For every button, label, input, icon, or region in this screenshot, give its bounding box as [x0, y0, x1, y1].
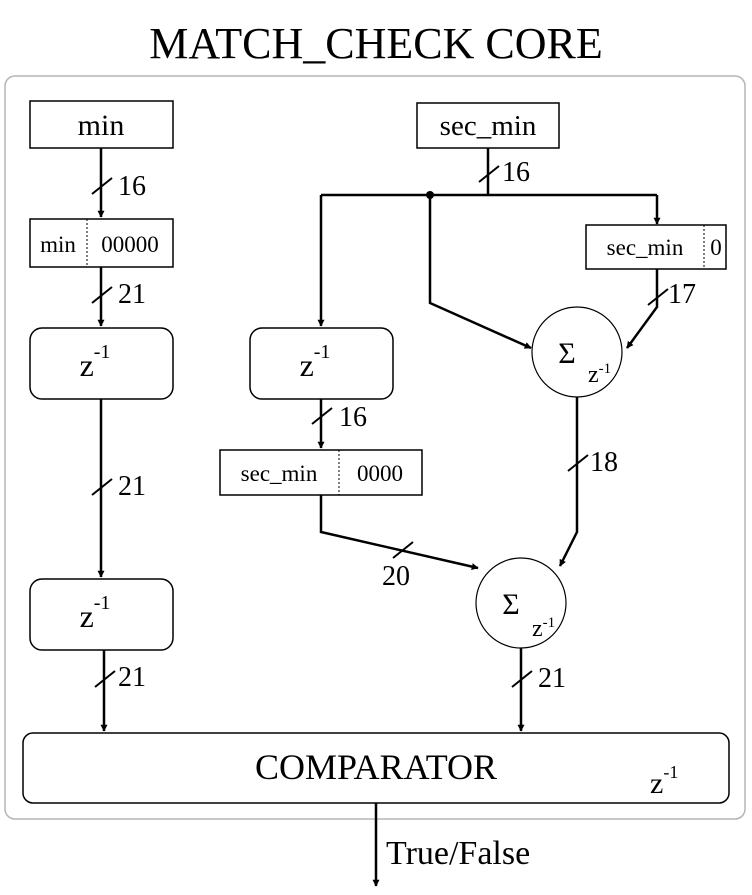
- svg-text:z-1: z-1: [588, 361, 611, 388]
- comparator-exp-label: -1: [663, 762, 678, 782]
- pad1-to-sum1-wire: [625, 269, 659, 349]
- bus-slash: [91, 177, 113, 195]
- min-pad-right-label: 00000: [101, 232, 159, 257]
- pad4-to-sum2-wire: [319, 495, 479, 571]
- sum-sigma-label: Σ: [558, 337, 575, 370]
- comparator-block: COMPARATOR z-1: [22, 732, 730, 804]
- delay-z-label: z: [80, 347, 94, 383]
- svg-text:z-1: z-1: [80, 592, 111, 634]
- output-label: True/False: [386, 835, 530, 872]
- bus-slash: [567, 454, 589, 472]
- svg-text:z-1: z-1: [532, 615, 555, 642]
- svg-text:z-1: z-1: [650, 762, 678, 800]
- svg-text:z-1: z-1: [80, 341, 111, 383]
- delay-z-label: z: [80, 598, 94, 634]
- delay-exp-label: -1: [94, 341, 111, 363]
- sum-block-1: Σ z-1: [531, 306, 623, 398]
- delay-z-label: z: [300, 347, 314, 383]
- sum-block-2: Σ z-1: [475, 557, 567, 649]
- sec-min-input-block: sec_min: [416, 102, 560, 149]
- width-label-pad4-out: 20: [382, 561, 410, 592]
- bus-slash: [91, 478, 113, 496]
- bus-slash: [647, 288, 669, 306]
- svg-text:z-1: z-1: [300, 341, 331, 383]
- sec-min-pad4-block: sec_min 0000: [219, 449, 423, 496]
- width-label-sum1-out: 18: [590, 447, 618, 478]
- sec-min-pad1-right-label: 0: [710, 235, 722, 260]
- min-pad-block: min 00000: [29, 218, 174, 268]
- bus-slash: [91, 286, 113, 304]
- min-pad-left-label: min: [40, 232, 76, 257]
- sec-min-pad4-left-label: sec_min: [241, 461, 318, 486]
- bus-slash: [94, 670, 116, 688]
- bus-to-sum1-wire: [428, 195, 532, 350]
- width-label-sec-min-out: 16: [502, 157, 530, 188]
- sec-min-pad1-left-label: sec_min: [607, 235, 684, 260]
- width-label-sum2-out: 21: [538, 663, 566, 694]
- diagram-title: MATCH_CHECK CORE: [149, 19, 603, 68]
- delay-block-1: z-1: [29, 327, 174, 400]
- sum-exp-label: -1: [599, 361, 612, 377]
- min-input-block: min: [29, 100, 174, 149]
- bus-slash: [392, 541, 414, 559]
- delay-exp-label: -1: [314, 341, 331, 363]
- width-label-delay1-out: 21: [118, 471, 146, 502]
- sec-min-pad1-block: sec_min 0: [585, 224, 727, 270]
- comparator-z-label: z: [650, 767, 663, 800]
- core-container: [4, 75, 746, 820]
- sum-z-label: z: [532, 616, 543, 642]
- delay-block-sec: z-1: [249, 327, 394, 400]
- min-input-label: min: [78, 109, 125, 142]
- sec-min-input-label: sec_min: [440, 110, 537, 142]
- width-label-min-out: 16: [118, 171, 146, 202]
- width-label-delay2-out: 21: [118, 662, 146, 693]
- sum-z-label: z: [588, 362, 599, 388]
- sum-exp-label: -1: [543, 615, 556, 631]
- delay-exp-label: -1: [94, 592, 111, 614]
- sum1-to-sum2-wire: [558, 397, 579, 567]
- sec-min-pad4-right-label: 0000: [357, 461, 403, 486]
- bus-slash: [511, 670, 533, 688]
- width-label-pad-out: 21: [118, 279, 146, 310]
- delay-block-2: z-1: [29, 578, 174, 651]
- comparator-label: COMPARATOR: [255, 747, 497, 787]
- sum-sigma-label: Σ: [502, 588, 519, 621]
- width-label-pad1-out: 17: [668, 279, 696, 310]
- width-label-delay-sec-out: 16: [339, 402, 367, 433]
- bus-slash: [311, 407, 333, 425]
- bus-slash: [478, 165, 500, 183]
